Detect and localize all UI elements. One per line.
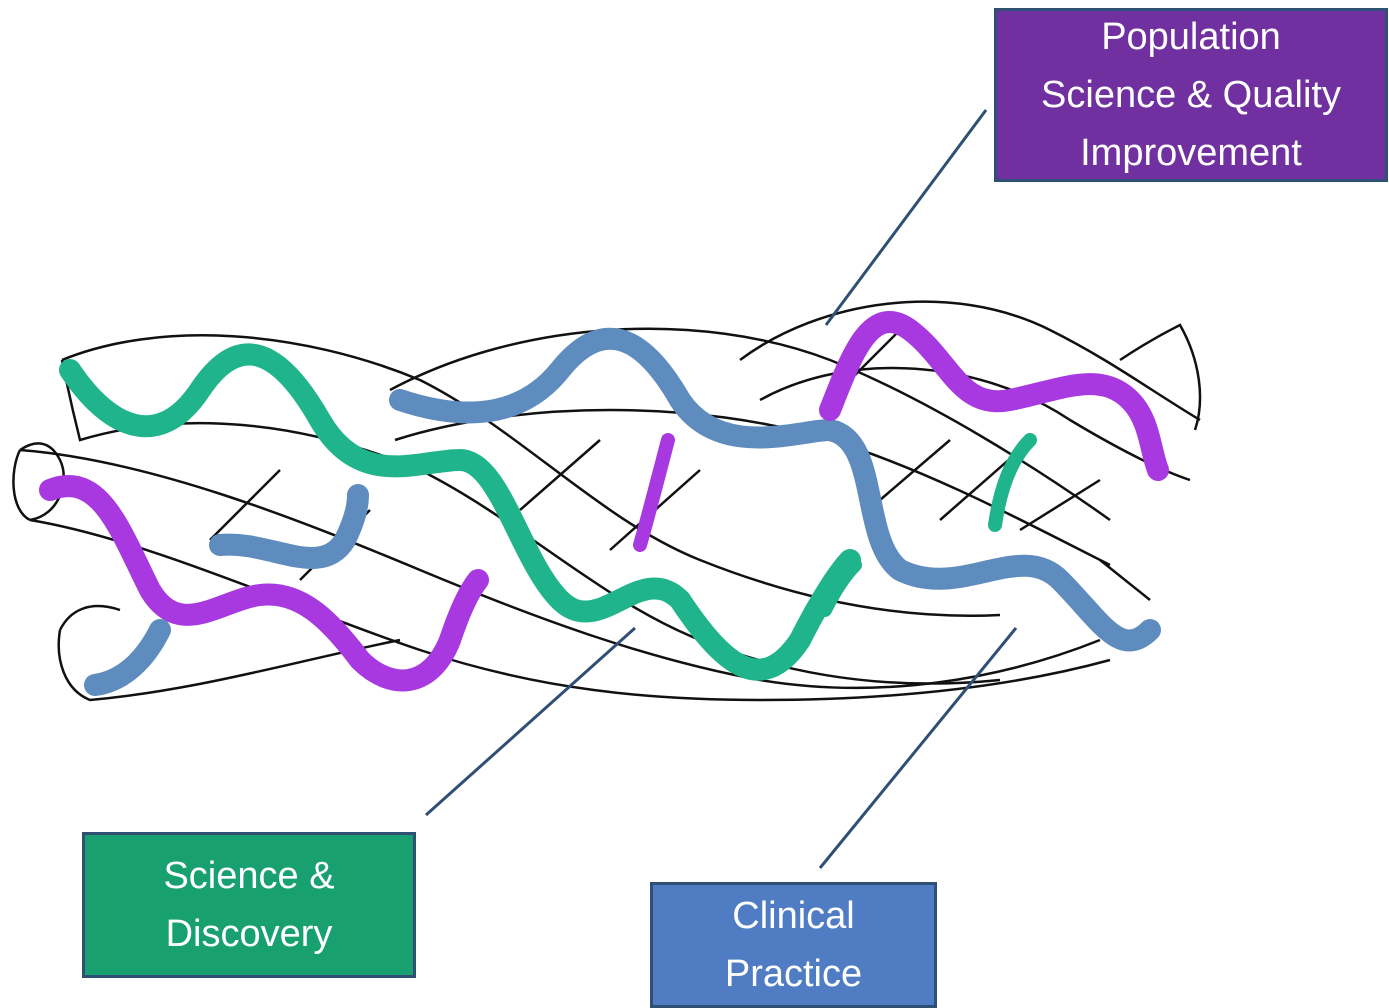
population-science-label: Population Science & Quality Improvement xyxy=(994,8,1388,182)
leader-line-population xyxy=(824,109,988,326)
blue-strand-middle xyxy=(389,327,1161,652)
population-label-line2: Science & Quality xyxy=(1041,74,1341,116)
purple-rung-center xyxy=(633,433,675,552)
green-strand-upper xyxy=(59,343,861,681)
blue-strand-short xyxy=(209,484,369,569)
science-label-line1: Science & xyxy=(163,855,335,897)
clinical-label-line2: Practice xyxy=(724,953,863,995)
green-rung-right xyxy=(988,433,1037,532)
science-label-line2: Discovery xyxy=(165,913,333,955)
purple-strand-right xyxy=(819,311,1169,481)
population-label-line1: Population xyxy=(1101,16,1281,58)
population-label-line3: Improvement xyxy=(1080,132,1302,174)
tube-outlines xyxy=(12,300,1202,702)
science-discovery-label: Science & Discovery xyxy=(82,832,416,978)
clinical-label-line1: Clinical xyxy=(732,895,855,937)
leader-line-clinical xyxy=(818,627,1018,869)
purple-strand-lower xyxy=(39,475,489,692)
blue-strand-lower xyxy=(84,619,171,696)
leader-line-science xyxy=(424,626,637,817)
clinical-practice-label: Clinical Practice xyxy=(650,882,937,1008)
green-rung-lower xyxy=(818,558,862,617)
